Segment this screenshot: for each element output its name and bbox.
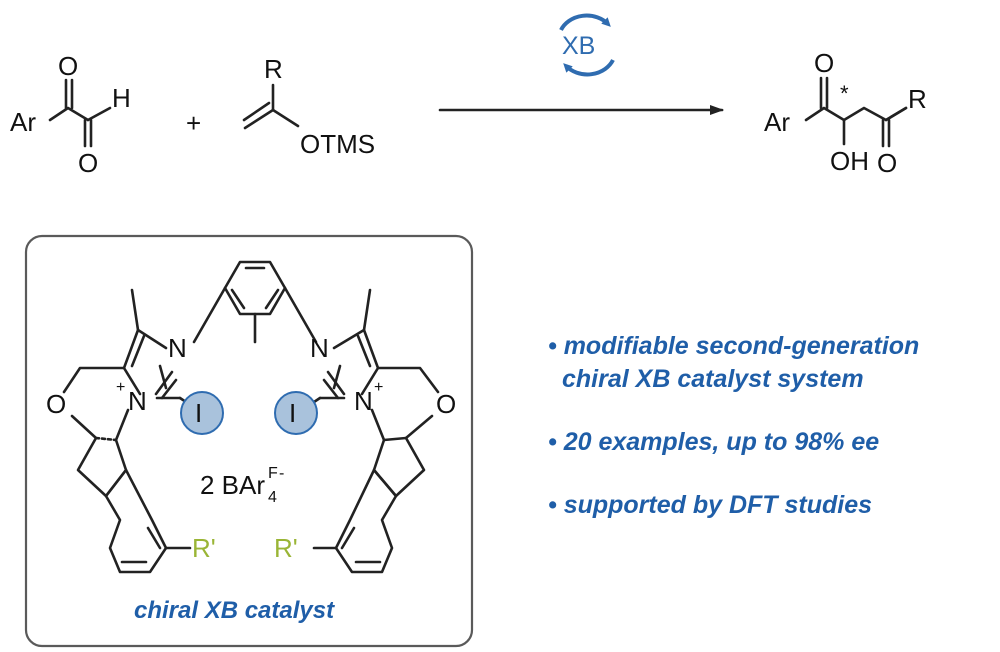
atom-o-carbonyl-bottom: O xyxy=(78,148,98,178)
atom-iodine-right: I xyxy=(289,398,296,428)
charge-plus-left: + xyxy=(116,379,125,396)
feature-bullet-list: • modifiable second-generation chiral XB… xyxy=(548,330,988,552)
reactant-aryl-glyoxal: Ar O H O xyxy=(10,51,131,178)
atom-ar: Ar xyxy=(10,107,36,137)
atom-iodine-left: I xyxy=(195,398,202,428)
charge-plus-right: + xyxy=(374,379,383,396)
catalyst-structure: N N + I O R' N N + I O xyxy=(46,260,456,574)
bullet-item: • modifiable second-generation chiral XB… xyxy=(548,330,988,396)
counterion-sup: F xyxy=(268,465,278,482)
substituent-r-prime-right: R' xyxy=(274,533,298,563)
counterion-prefix: 2 BAr xyxy=(200,470,265,500)
atom-o-left: O xyxy=(46,389,66,419)
iodine-circle-left xyxy=(180,391,224,435)
atom-n-plus-right: N xyxy=(354,386,373,416)
atom-oh: OH xyxy=(830,146,869,176)
product-hydroxy-diketone: Ar O * OH O R xyxy=(764,48,927,178)
reactant-silyl-enol-ether: R OTMS xyxy=(242,54,375,159)
substituent-r-prime-left: R' xyxy=(192,533,216,563)
counterion-charge: - xyxy=(279,465,284,482)
atom-otms: OTMS xyxy=(300,129,375,159)
xb-catalyst-badge: XB xyxy=(559,13,615,77)
bullet-3-line-1: • supported by DFT studies xyxy=(548,491,873,519)
atom-r-product: R xyxy=(908,84,927,114)
atom-o-right: O xyxy=(436,389,456,419)
bullet-1-line-2: chiral XB catalyst system xyxy=(562,365,864,393)
catalyst-caption: chiral XB catalyst xyxy=(134,597,335,624)
atom-n-top-right: N xyxy=(310,333,329,363)
atom-o-product-top: O xyxy=(814,48,834,78)
atom-n-top-left: N xyxy=(168,333,187,363)
atom-o-product-bottom: O xyxy=(877,148,897,178)
bullet-2-line-1: • 20 examples, up to 98% ee xyxy=(548,428,880,456)
counterion-label: 2 BAr F 4 - xyxy=(200,465,284,506)
atom-n-plus-left: N xyxy=(128,386,147,416)
plus-sign: + xyxy=(186,108,201,138)
atom-ar-product: Ar xyxy=(764,107,790,137)
stereocenter-star: * xyxy=(840,81,849,106)
catalyst-box-frame xyxy=(24,234,474,648)
xb-badge-label: XB xyxy=(562,32,595,60)
atom-r: R xyxy=(264,54,283,84)
atom-o-carbonyl-top: O xyxy=(58,51,78,81)
atom-h-aldehyde: H xyxy=(112,83,131,113)
bullet-item: • 20 examples, up to 98% ee xyxy=(548,426,988,459)
bullet-1-line-1: • modifiable second-generation xyxy=(548,332,920,360)
bullet-item: • supported by DFT studies xyxy=(548,489,988,522)
counterion-sub: 4 xyxy=(268,489,277,506)
iodine-circle-right xyxy=(274,391,318,435)
